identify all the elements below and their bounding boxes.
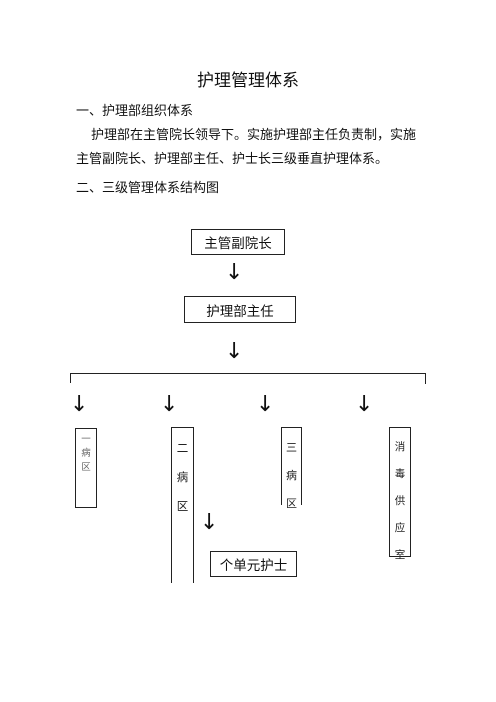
node-ward-1-char: 区	[81, 462, 91, 473]
node-ward-2: 二 病 区	[172, 430, 193, 521]
node-sterile-supply: 消 毒 供 应 室	[389, 427, 411, 561]
node-sterile-supply-char: 消	[394, 441, 406, 453]
arrow-down-icon: ↓	[355, 392, 374, 417]
node-ward-3-char: 区	[286, 497, 297, 510]
node-sterile-supply-char: 毒	[394, 468, 406, 480]
node-ward-2-char: 二	[176, 441, 189, 455]
node-ward-2-char: 病	[176, 470, 189, 484]
node-unit-nurses: 个单元护士	[210, 551, 297, 577]
arrow-down-icon: ↓	[70, 392, 89, 417]
node-ward-3-top	[281, 427, 301, 428]
node-ward-1-char: 病	[81, 448, 91, 459]
node-deputy-director: 主管副院长	[191, 229, 285, 255]
section1-body-line2: 主管副院长、护理部主任、护士长三级垂直护理体系。	[76, 152, 389, 167]
node-sterile-supply-char: 供	[394, 495, 406, 507]
node-ward-1-char: 一	[81, 434, 91, 445]
branch-connector-right-tick	[425, 373, 426, 384]
node-sterile-supply-char: 室	[394, 549, 406, 561]
node-ward-2-left	[171, 427, 172, 583]
arrow-down-icon: ↓	[256, 392, 275, 417]
node-ward-2-top	[171, 427, 193, 428]
node-ward-3-char: 三	[286, 441, 297, 454]
node-ward-3-right	[301, 427, 302, 505]
node-ward-3-char: 病	[286, 469, 297, 482]
section1-body-line1: 护理部在主管院长领导下。实施护理部主任负责制，实施	[91, 128, 417, 143]
node-ward-3-left	[281, 427, 282, 505]
node-nursing-director: 护理部主任	[184, 296, 296, 323]
node-sterile-supply-char: 应	[394, 522, 406, 534]
section1-heading: 一、护理部组织体系	[76, 104, 194, 119]
branch-connector-line	[70, 373, 426, 374]
node-ward-1: 一 病 区	[75, 428, 97, 508]
page-title: 护理管理体系	[197, 71, 299, 91]
arrow-down-icon: ↓	[225, 260, 244, 285]
arrow-down-icon: ↓	[160, 392, 179, 417]
branch-connector-left-tick	[70, 373, 71, 383]
section2-heading: 二、三级管理体系结构图	[76, 181, 220, 196]
node-ward-3: 三 病 区	[282, 430, 301, 518]
arrow-down-icon: ↓	[200, 510, 219, 535]
arrow-down-icon: ↓	[225, 339, 244, 364]
node-ward-2-char: 区	[176, 499, 189, 513]
node-ward-2-right	[193, 427, 194, 583]
